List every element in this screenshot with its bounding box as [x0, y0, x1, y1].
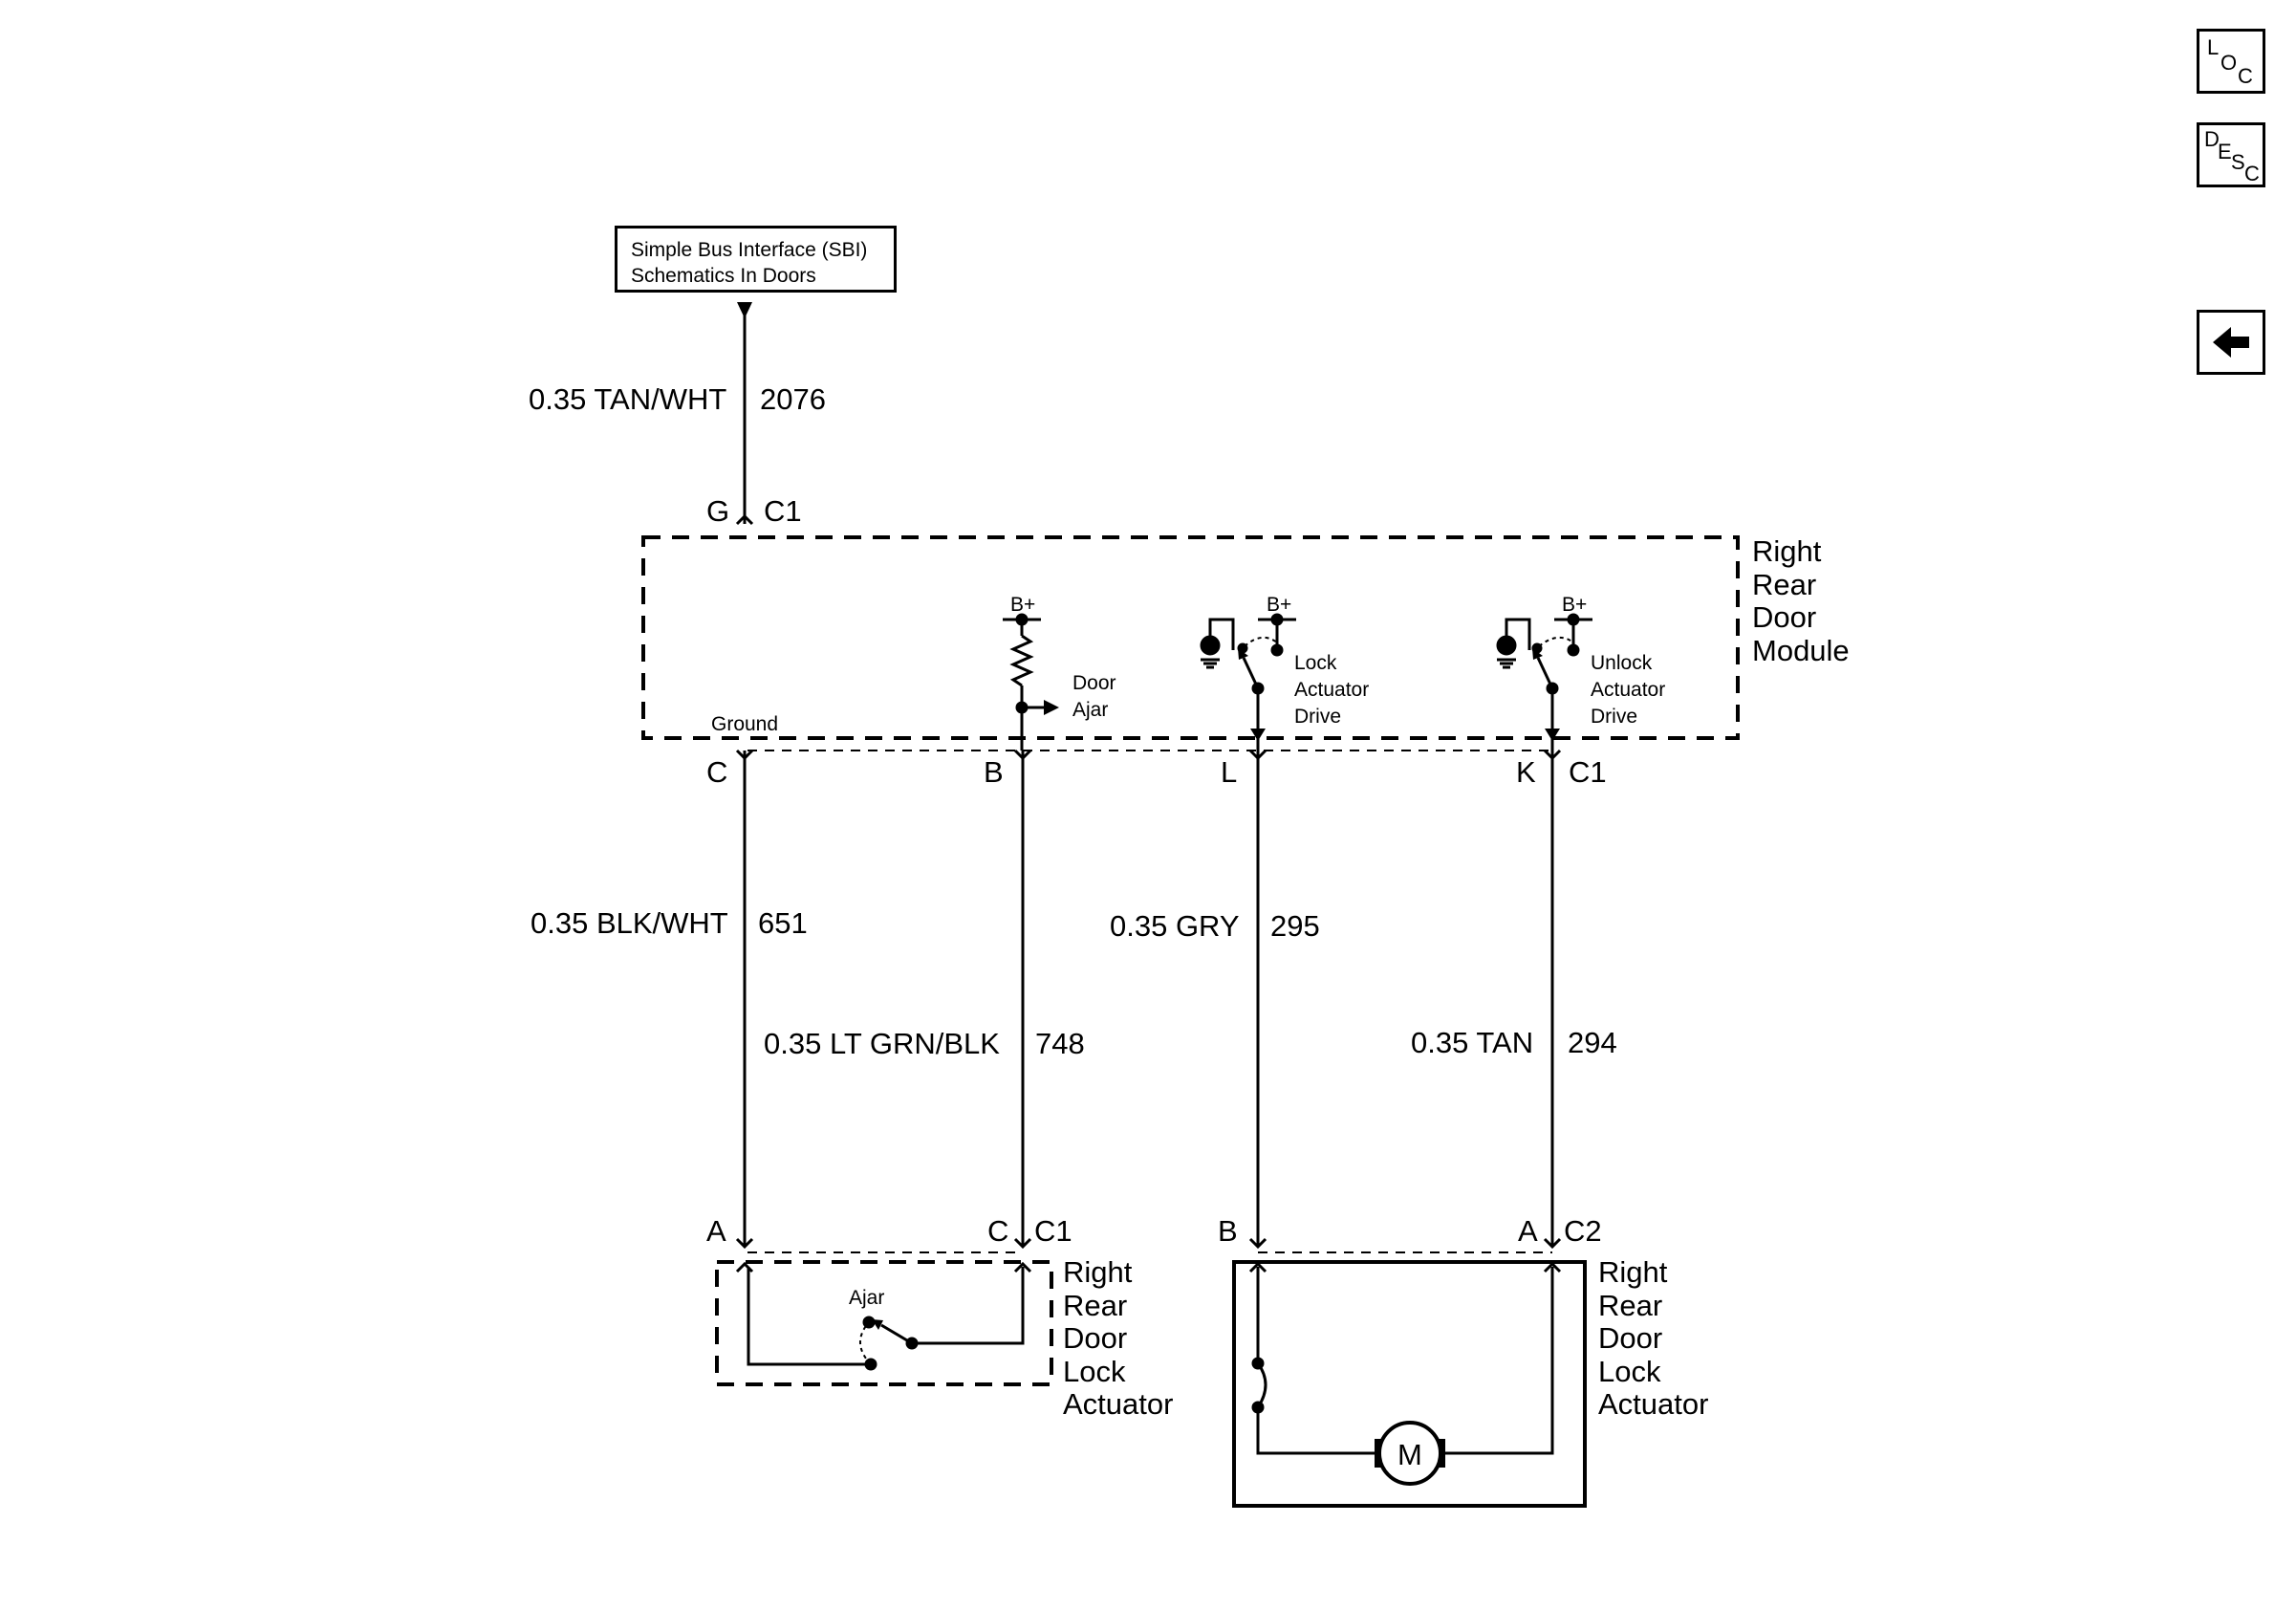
wire-label: 0.35 TAN/WHT: [529, 382, 727, 416]
wire-label: 0.35 LT GRN/BLK: [764, 1027, 1000, 1060]
module-name: Right Rear Door Module: [1752, 534, 1850, 667]
connector-label: C1: [1034, 1214, 1072, 1248]
desc-letter: C: [2244, 162, 2260, 185]
desc-letter: D: [2204, 127, 2220, 151]
right-actuator-name: Right Rear Door Lock Actuator: [1598, 1255, 1709, 1421]
motor-label: M: [1397, 1438, 1422, 1471]
sbi-line-1: Simple Bus Interface (SBI): [631, 239, 868, 261]
b-plus-label: B+: [1562, 594, 1588, 616]
pin-label: B: [1218, 1214, 1238, 1248]
b-plus-label: B+: [1267, 594, 1292, 616]
door-ajar-label: Door Ajar: [1072, 672, 1116, 721]
loc-letter: O: [2220, 51, 2238, 75]
module-pin-chevrons: [735, 749, 1562, 761]
left-actuator-name: Right Rear Door Lock Actuator: [1063, 1255, 1174, 1421]
door-ajar-circuit: [1003, 613, 1059, 751]
desc-button[interactable]: D E S C: [2197, 122, 2265, 187]
desc-letter: E: [2218, 140, 2232, 163]
back-button[interactable]: [2197, 310, 2265, 375]
unlock-drive-circuit: [1496, 613, 1592, 751]
pin-label: B: [984, 755, 1004, 789]
wire-label: 0.35 GRY: [1110, 909, 1240, 943]
sbi-feed-wire: [735, 302, 754, 526]
desc-letter: S: [2231, 150, 2245, 174]
module-outline: [641, 535, 1740, 740]
wire-label: 0.35 TAN: [1411, 1026, 1534, 1059]
ground-label: Ground: [711, 713, 779, 735]
lower-connectors: [735, 1237, 1562, 1253]
circuit-number: 2076: [760, 382, 826, 416]
left-actuator-drawing: [715, 1260, 1053, 1386]
connector-label: C1: [764, 494, 802, 528]
right-actuator-drawing: [1232, 1260, 1587, 1508]
pin-label: A: [706, 1214, 726, 1248]
pin-label: C: [987, 1214, 1009, 1248]
connector-label: C1: [1569, 755, 1607, 789]
loc-button[interactable]: L O C: [2197, 29, 2265, 94]
pin-label: A: [1518, 1214, 1538, 1248]
lock-drive-circuit: [1200, 613, 1296, 751]
b-plus-label: B+: [1010, 594, 1036, 616]
pin-label: L: [1221, 755, 1238, 789]
harness-wires: [743, 751, 1554, 1245]
sbi-line-2: Schematics In Doors: [631, 265, 816, 287]
wire-label: 0.35 BLK/WHT: [531, 906, 728, 940]
circuit-number: 748: [1035, 1027, 1085, 1060]
ajar-switch-label: Ajar: [849, 1287, 885, 1309]
loc-letter: C: [2238, 64, 2253, 88]
circuit-number: 295: [1270, 909, 1320, 943]
sbi-schematic-link[interactable]: Simple Bus Interface (SBI) Schematics In…: [615, 226, 897, 293]
pin-label: K: [1516, 755, 1536, 789]
pin-label: C: [706, 755, 728, 789]
back-arrow-icon: [2213, 327, 2249, 358]
loc-letter: L: [2207, 35, 2220, 59]
circuit-number: 651: [758, 906, 808, 940]
circuit-number: 294: [1568, 1026, 1617, 1059]
pin-label: G: [706, 494, 730, 528]
unlock-drive-label: Unlock Actuator Drive: [1591, 652, 1666, 728]
connector-label: C2: [1564, 1214, 1602, 1248]
lock-drive-label: Lock Actuator Drive: [1294, 652, 1370, 728]
